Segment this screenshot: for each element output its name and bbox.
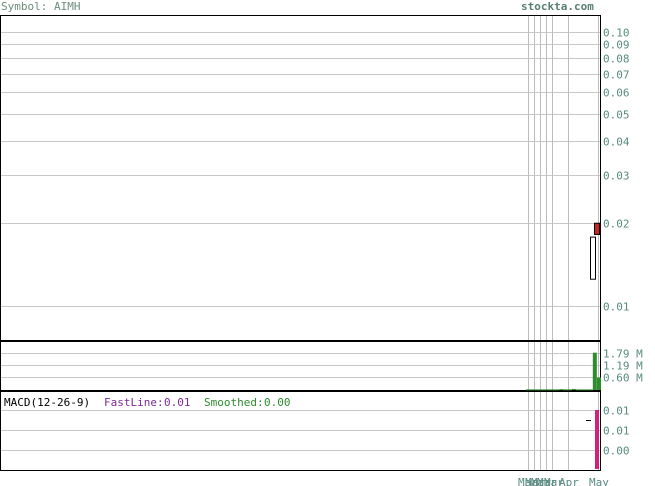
volume-bar [576,389,581,391]
volume-bar [559,389,564,391]
x-tick-label-0: Mar [518,476,538,486]
site-name: stockta.com [521,0,594,13]
x-tick-label-5: Apr [559,476,579,486]
volume-tick-label-2: 0.60 M [603,372,643,385]
price-tick-label-9: 0.01 [603,301,630,314]
volume-bar [597,377,601,390]
volume-bar [551,389,556,391]
x-tick-label-1: Mar [525,476,545,486]
volume-bar [542,389,547,391]
x-tick-label-2: Mar [531,476,551,486]
price-panel [0,15,601,341]
price-tick-label-4: 0.06 [603,87,630,100]
x-tick-label-6: May [589,476,609,486]
volume-panel [0,341,601,391]
price-tick-label-1: 0.09 [603,39,630,52]
symbol-label: Symbol: AIMH [1,0,81,13]
price-tick-label-6: 0.04 [603,136,630,149]
macd-fast-label: FastLine: [104,396,164,409]
volume-bar [580,389,585,391]
price-tick-label-3: 0.07 [603,69,630,82]
volume-bar [526,389,530,391]
price-tick-label-5: 0.05 [603,109,630,122]
volume-bar [588,389,593,391]
macd-smooth-value: 0.00 [264,396,291,409]
volume-tick-label-0: 1.79 M [603,348,643,361]
macd-fast-value: 0.01 [164,396,191,409]
volume-bar [534,389,539,391]
price-tick-label-7: 0.03 [603,170,630,183]
macd-tick-label-0: 0.01 [603,405,630,418]
volume-bar [592,352,597,390]
macd-histogram-bar [595,410,599,469]
price-tick-label-2: 0.08 [603,53,630,66]
price-tick-label-0: 0.10 [603,27,630,40]
candle-1 [594,222,600,235]
volume-bar [571,388,576,390]
macd-title: MACD(12-26-9) [4,396,91,409]
candle-0 [590,236,596,280]
volume-bar [567,389,572,391]
volume-bar [584,389,589,391]
x-tick-label-4: Mar [544,476,564,486]
volume-bar [530,389,535,391]
macd-tick-label-1: 0.01 [603,425,630,438]
volume-bar [555,389,560,391]
volume-bar [563,389,568,391]
volume-bar [546,389,551,391]
macd-tick-label-2: 0.00 [603,445,630,458]
macd-panel [0,391,601,471]
price-tick-label-8: 0.02 [603,218,630,231]
volume-bar [538,389,543,391]
macd-smooth-label: Smoothed: [204,396,264,409]
x-tick-label-3: Mar [537,476,557,486]
volume-tick-label-1: 1.19 M [603,360,643,373]
